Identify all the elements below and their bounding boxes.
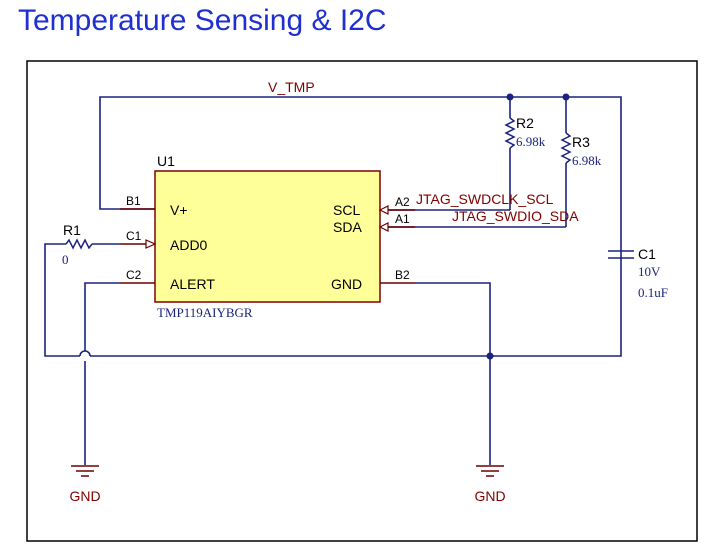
c1-value: 0.1uF [638,285,668,300]
c1-voltage: 10V [638,264,661,279]
sda-net-label: JTAG_SWDIO_SDA [452,208,579,224]
pin-num-b1: B1 [126,194,141,208]
pin-name-sda: SDA [333,219,362,235]
pin-name-gnd: GND [331,276,362,292]
c1-ref: C1 [638,246,656,262]
r2-resistor [504,117,516,210]
u1-ref: U1 [157,153,175,169]
pin-num-a1: A1 [395,212,410,226]
junction-dot [506,93,514,101]
pin-name-alert: ALERT [170,276,215,292]
pin-name-scl: SCL [333,202,360,218]
r2-value: 6.98k [516,134,546,149]
vtmp-net-label: V_TMP [268,79,315,95]
junction-dot [562,93,570,101]
gnd-net-wires [44,243,491,465]
ground-symbol [71,465,99,477]
pin-num-c1: C1 [126,229,142,243]
r3-value: 6.98k [572,153,602,168]
u1-pins [120,205,415,284]
ground-symbol [476,465,504,477]
r2-ref: R2 [516,115,534,131]
scl-net-label: JTAG_SWDCLK_SCL [416,191,554,207]
junction-dot [486,352,494,360]
pin-name-vplus: V+ [170,202,188,218]
pin-name-add0: ADD0 [170,237,208,253]
pin-num-c2: C2 [126,268,142,282]
u1-body [154,170,381,303]
r1-ref: R1 [63,222,81,238]
pin-num-b2: B2 [395,268,410,282]
c1-capacitor [608,250,634,259]
gnd-label-left: GND [69,488,100,504]
gnd-label-right: GND [474,488,505,504]
pin-num-a2: A2 [395,195,410,209]
r1-resistor [65,238,120,250]
sheet-frame [26,60,698,542]
u1-part: TMP119AIYBGR [157,305,253,320]
r3-ref: R3 [572,134,590,150]
r3-resistor [560,132,572,227]
page-title: Temperature Sensing & I2C [18,4,387,37]
r1-value: 0 [62,252,69,267]
